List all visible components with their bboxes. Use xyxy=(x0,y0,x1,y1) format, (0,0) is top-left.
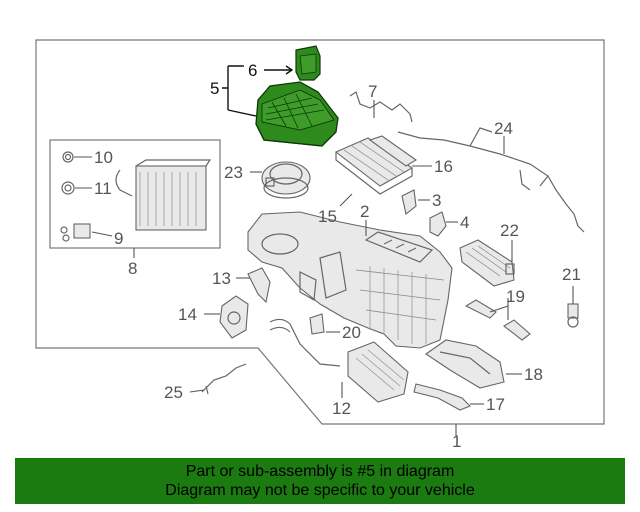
expansion-valve-part-9[interactable] xyxy=(60,223,91,242)
banner-line-2: Diagram may not be specific to your vehi… xyxy=(165,482,475,499)
callout-21: 21 xyxy=(562,265,581,284)
callout-6: 6 xyxy=(248,61,257,80)
sensor-part-21[interactable] xyxy=(567,303,579,328)
callout-25: 25 xyxy=(164,383,183,402)
callout-19: 19 xyxy=(506,287,525,306)
actuator-part-14[interactable] xyxy=(219,295,249,339)
leader-15 xyxy=(339,193,353,207)
callout-24: 24 xyxy=(494,119,513,138)
leader-19 xyxy=(489,298,509,320)
callout-23: 23 xyxy=(224,163,243,182)
parts-diagram: 1 2 3 4 5 6 7 8 9 10 11 12 13 14 15 16 1… xyxy=(35,39,605,451)
info-banner: Part or sub-assembly is #5 in diagram Di… xyxy=(15,458,625,504)
hvac-case-part-2[interactable] xyxy=(247,211,453,349)
callout-1: 1 xyxy=(452,432,461,451)
o-ring-part-11[interactable] xyxy=(61,181,75,195)
blower-motor-part-23[interactable] xyxy=(261,161,311,199)
leader-25 xyxy=(189,389,205,393)
actuator-part-4[interactable] xyxy=(429,211,447,237)
blower-housing-part-5[interactable] xyxy=(255,81,339,147)
callout-14: 14 xyxy=(178,305,197,324)
o-ring-part-10[interactable] xyxy=(62,151,74,163)
actuator-part-13[interactable] xyxy=(247,267,271,304)
callout-12: 12 xyxy=(332,399,351,418)
callout-4: 4 xyxy=(460,213,469,232)
callout-17: 17 xyxy=(486,395,505,414)
callout-20: 20 xyxy=(342,323,361,342)
clip-part-20[interactable] xyxy=(309,313,325,335)
leader-5-6 xyxy=(222,65,257,117)
callout-2: 2 xyxy=(360,202,369,221)
callout-16: 16 xyxy=(434,157,453,176)
callout-9: 9 xyxy=(114,229,123,248)
callout-10: 10 xyxy=(94,148,113,167)
callout-18: 18 xyxy=(524,365,543,384)
callout-13: 13 xyxy=(212,269,231,288)
evaporator-inset-box xyxy=(49,139,221,249)
bracket-part-17[interactable] xyxy=(413,383,471,411)
callout-7: 7 xyxy=(368,82,377,101)
door-part-19[interactable] xyxy=(464,299,531,341)
callout-8: 8 xyxy=(128,259,137,278)
diagram-frame xyxy=(35,39,605,425)
cabin-filter-part-15[interactable] xyxy=(334,137,414,195)
hose-part-25[interactable] xyxy=(201,363,247,395)
filter-grille-part-22[interactable] xyxy=(459,239,515,287)
filter-door-part-16[interactable] xyxy=(368,135,418,167)
leader-9 xyxy=(91,231,113,237)
callout-22: 22 xyxy=(500,221,519,240)
callout-5: 5 xyxy=(210,79,219,98)
evaporator-core-part[interactable] xyxy=(115,159,212,231)
heater-core-part-12[interactable] xyxy=(269,318,409,403)
blower-motor-resistor-part-6[interactable] xyxy=(295,45,321,81)
callout-3: 3 xyxy=(432,191,441,210)
callout-11: 11 xyxy=(94,179,112,198)
harness-part-24[interactable] xyxy=(397,127,585,233)
harness-part-7[interactable] xyxy=(349,91,413,123)
banner-line-1: Part or sub-assembly is #5 in diagram xyxy=(185,463,455,480)
callout-15: 15 xyxy=(318,207,337,226)
actuator-part-3[interactable] xyxy=(401,189,417,215)
leader-6 xyxy=(264,65,294,75)
duct-part-18[interactable] xyxy=(425,339,505,389)
